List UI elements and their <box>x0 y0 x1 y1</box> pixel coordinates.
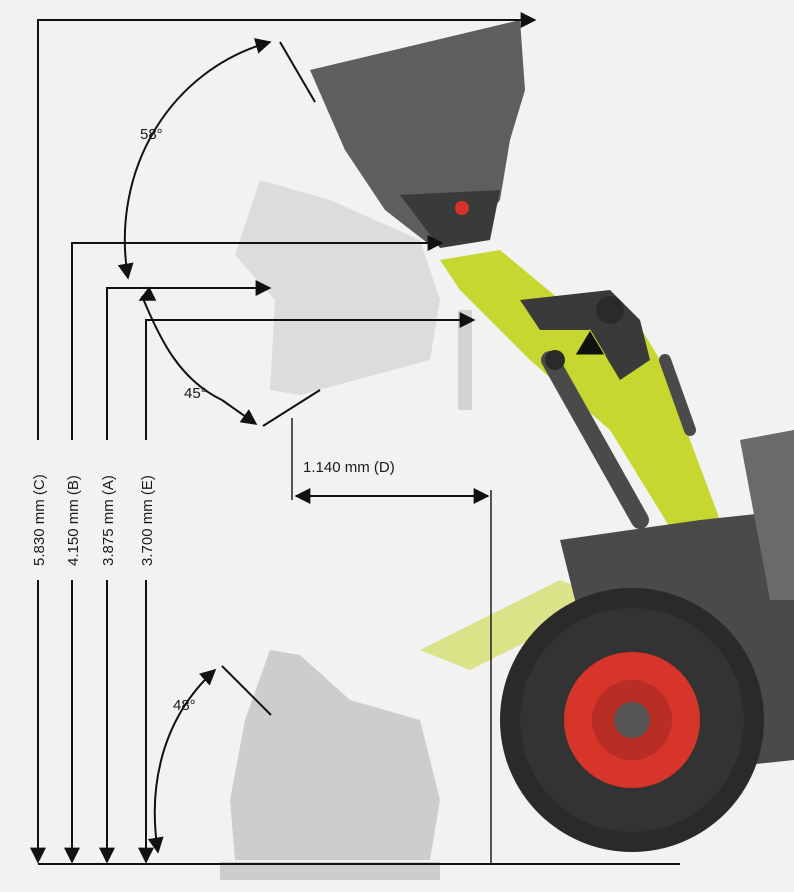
hydraulic-cylinder <box>541 351 649 529</box>
dimension-labels: 58° 45° 48° 1.140 mm (D) 5.830 mm (C) 4.… <box>31 126 395 714</box>
dim-c-label: 5.830 mm (C) <box>31 474 48 566</box>
dim-a-label: 3.875 mm (A) <box>100 475 117 566</box>
bucket-mid <box>235 180 472 410</box>
lower-link <box>420 580 610 670</box>
angle-45-arc <box>141 295 223 401</box>
bucket-raised <box>310 20 525 248</box>
warning-sign-icon <box>574 329 606 356</box>
dim-b-arrow <box>71 235 444 440</box>
dim-d-label: 1.140 mm (D) <box>303 459 395 476</box>
dim-b-label: 4.150 mm (B) <box>65 475 82 566</box>
dim-c-arrow <box>37 12 537 440</box>
boom-arm <box>440 250 720 560</box>
wheel-loader-illustration <box>220 20 794 880</box>
bucket-lowered <box>220 650 440 880</box>
angle-58-arc <box>117 38 272 280</box>
angle-48-label: 48° <box>173 697 196 714</box>
angle-45-label: 45° <box>184 385 207 402</box>
angle-58-label: 58° <box>140 126 163 143</box>
dim-e-arrow <box>145 312 476 440</box>
angle-45-arrow <box>221 399 258 425</box>
dim-a-arrow <box>106 280 272 440</box>
angle-48-arc <box>147 668 217 854</box>
front-wheel <box>500 588 764 852</box>
dim-e-label: 3.700 mm (E) <box>139 475 156 566</box>
dimension-lines <box>30 12 680 865</box>
